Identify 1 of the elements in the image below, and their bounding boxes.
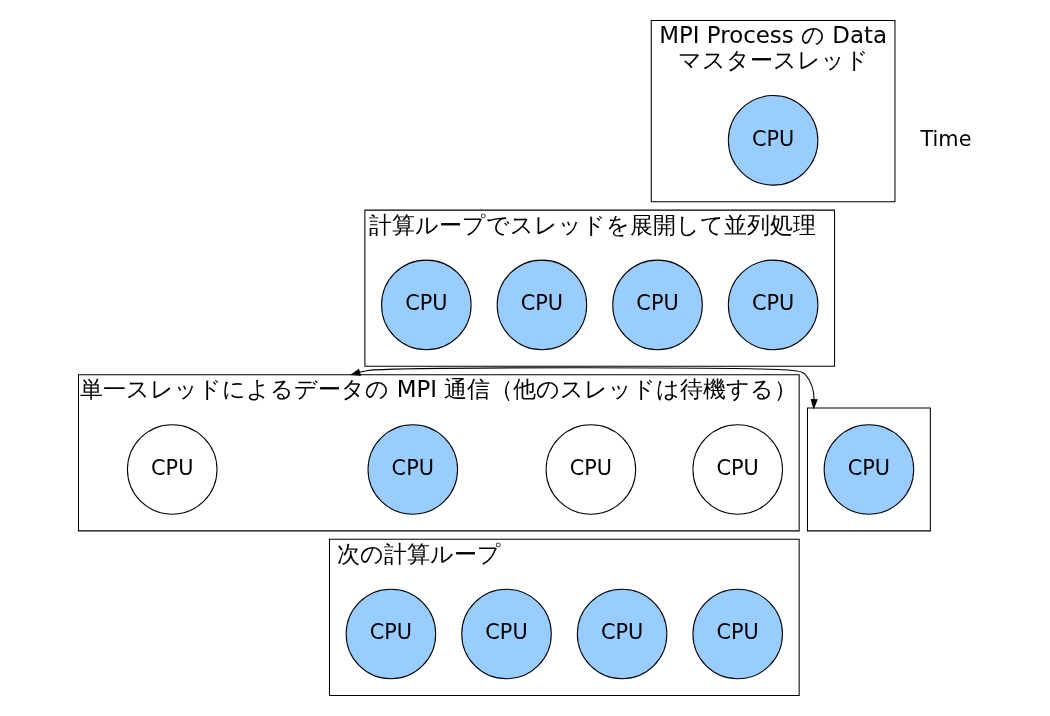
label: Time [920,126,972,151]
